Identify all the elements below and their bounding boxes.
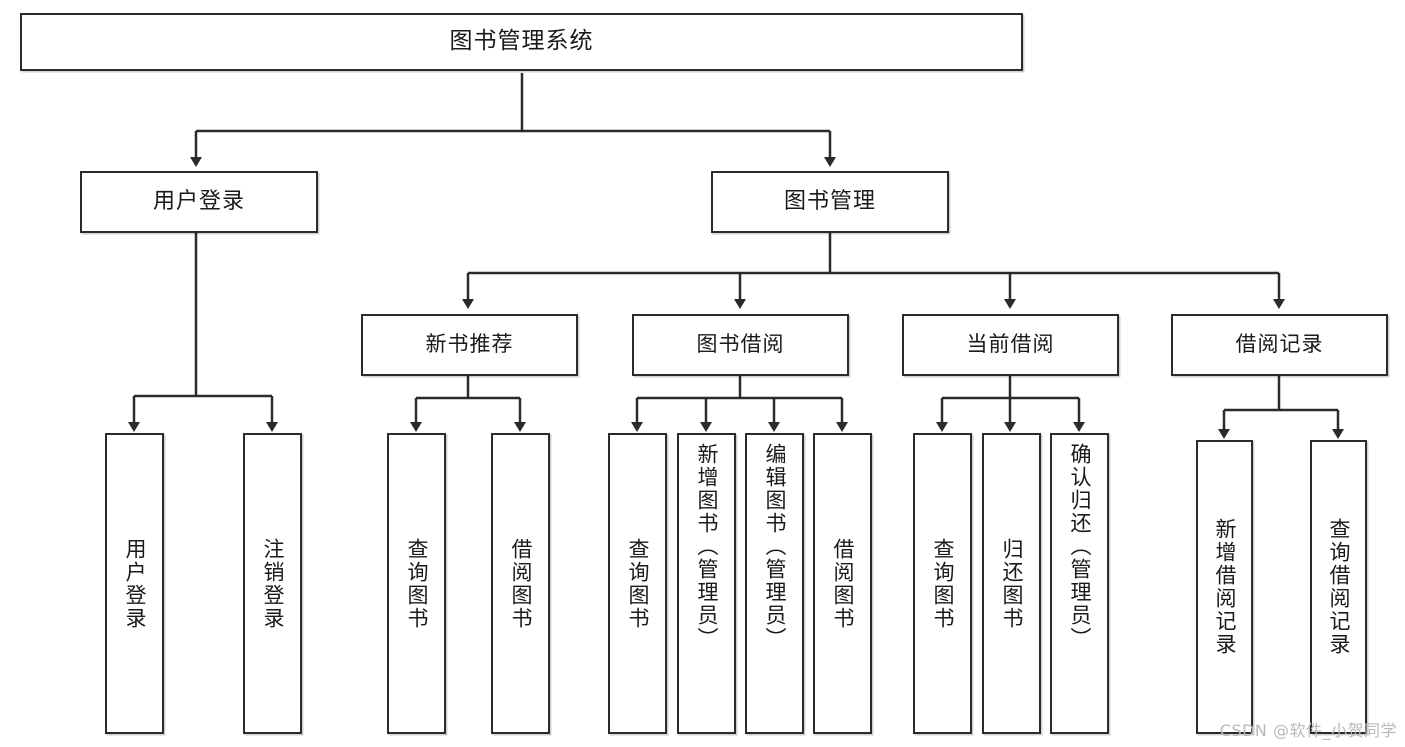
node-book-borrow[interactable]: 图书借阅 — [632, 314, 849, 376]
leaf-book-borrow-query[interactable]: 查询图书 — [608, 433, 667, 734]
leaf-user-login-logout[interactable]: 注销登录 — [243, 433, 302, 734]
node-new-book-recommend[interactable]: 新书推荐 — [361, 314, 578, 376]
node-label: 新增图书（管理员） — [694, 443, 719, 650]
node-book-management-system[interactable]: 图书管理系统 — [20, 13, 1023, 71]
node-label: 注销登录 — [260, 537, 285, 630]
node-label: 新书推荐 — [425, 332, 514, 357]
node-label: 图书管理系统 — [449, 28, 594, 55]
leaf-borrow-record-add[interactable]: 新增借阅记录 — [1196, 440, 1253, 734]
node-user-login[interactable]: 用户登录 — [80, 171, 318, 233]
node-label: 借阅图书 — [508, 537, 533, 630]
node-current-borrow[interactable]: 当前借阅 — [902, 314, 1119, 376]
node-label: 图书借阅 — [696, 332, 785, 357]
leaf-new-book-query[interactable]: 查询图书 — [387, 433, 446, 734]
node-label: 图书管理 — [783, 188, 876, 214]
csdn-watermark: CSDN @软件_小贺同学 — [1219, 721, 1397, 740]
node-label: 查询图书 — [930, 537, 955, 630]
node-label: 借阅记录 — [1235, 332, 1324, 357]
node-book-management[interactable]: 图书管理 — [711, 171, 949, 233]
node-label: 查询图书 — [625, 537, 650, 630]
leaf-current-borrow-confirm-return[interactable]: 确认归还（管理员） — [1050, 433, 1109, 734]
leaf-book-borrow-add[interactable]: 新增图书（管理员） — [677, 433, 736, 734]
leaf-user-login-login[interactable]: 用户登录 — [105, 433, 164, 734]
node-label: 确认归还（管理员） — [1067, 443, 1092, 650]
node-label: 查询借阅记录 — [1326, 518, 1351, 656]
node-label: 借阅图书 — [830, 537, 855, 630]
node-borrow-record[interactable]: 借阅记录 — [1171, 314, 1388, 376]
node-label: 新增借阅记录 — [1212, 518, 1237, 656]
leaf-book-borrow-edit[interactable]: 编辑图书（管理员） — [745, 433, 804, 734]
node-label: 用户登录 — [122, 537, 147, 630]
node-label: 查询图书 — [404, 537, 429, 630]
node-label: 归还图书 — [999, 537, 1024, 630]
leaf-new-book-borrow[interactable]: 借阅图书 — [491, 433, 550, 734]
leaf-borrow-record-query[interactable]: 查询借阅记录 — [1310, 440, 1367, 734]
node-label: 当前借阅 — [966, 332, 1055, 357]
node-label: 用户登录 — [152, 188, 245, 214]
leaf-book-borrow-borrow[interactable]: 借阅图书 — [813, 433, 872, 734]
node-label: 编辑图书（管理员） — [762, 443, 787, 650]
leaf-current-borrow-return[interactable]: 归还图书 — [982, 433, 1041, 734]
leaf-current-borrow-query[interactable]: 查询图书 — [913, 433, 972, 734]
